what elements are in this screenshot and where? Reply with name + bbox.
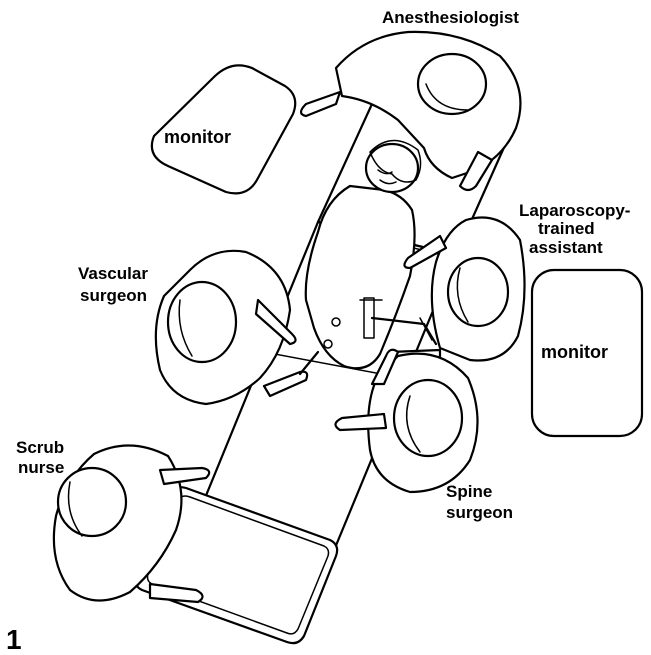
monitor-left-label: monitor — [164, 127, 231, 147]
laparoscopy-assistant-label-line1: Laparoscopy- — [519, 201, 630, 220]
scrub-nurse-label-line1: Scrub — [16, 438, 64, 457]
vascular-surgeon-label-line1: Vascular — [78, 264, 148, 283]
monitor-right-label: monitor — [541, 342, 608, 362]
monitor-left: monitor — [152, 65, 295, 193]
scrub-nurse-label-line2: nurse — [18, 458, 64, 477]
monitor-right: monitor — [532, 270, 642, 436]
spine-surgeon-label-line2: surgeon — [446, 503, 513, 522]
vascular-surgeon-label-line2: surgeon — [80, 286, 147, 305]
figure-number: 1 — [6, 624, 22, 655]
spine-surgeon-label-line1: Spine — [446, 482, 492, 501]
anesthesiologist-label: Anesthesiologist — [382, 8, 519, 27]
laparoscopy-assistant-label-line3: assistant — [529, 238, 603, 257]
laparoscopy-assistant-label-line2: trained — [538, 219, 595, 238]
